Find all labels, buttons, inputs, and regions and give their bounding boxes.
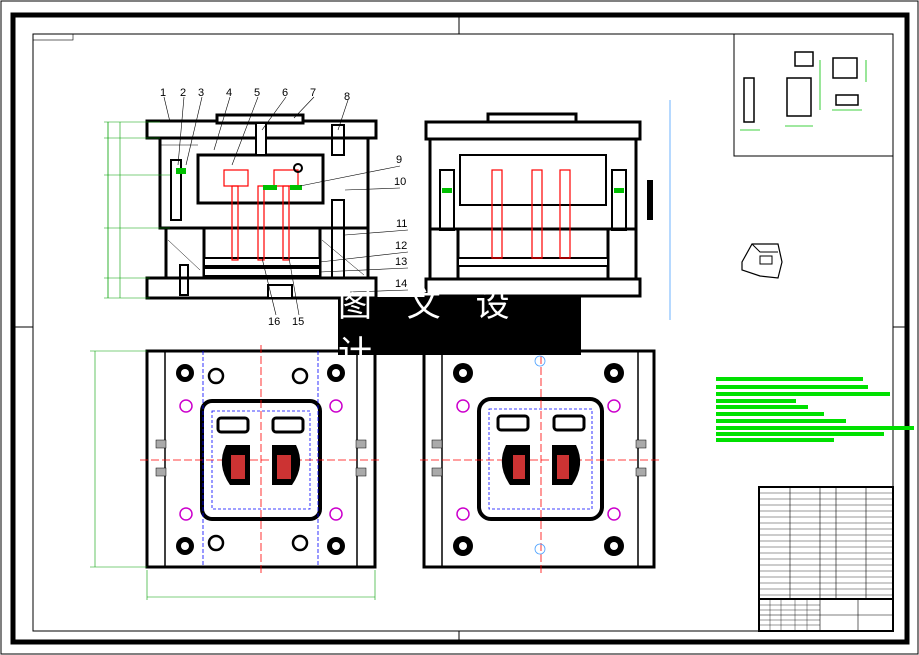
callout-5: 5 [254, 87, 260, 99]
fixed-half-plan-view [90, 345, 382, 600]
callout-1: 1 [160, 87, 166, 99]
drawing-number-box [32, 33, 74, 41]
callout-12: 12 [395, 240, 407, 252]
title-block [758, 486, 894, 632]
callout-4: 4 [226, 87, 232, 99]
callout-6: 6 [282, 87, 288, 99]
side-section-view [424, 112, 653, 298]
part-detail-view [733, 33, 894, 157]
moving-half-plan-view [420, 345, 660, 575]
callout-13: 13 [395, 256, 407, 268]
callout-8: 8 [344, 91, 350, 103]
callout-11: 11 [396, 218, 407, 230]
drawing-frame [10, 12, 910, 645]
technical-requirements-block [716, 377, 914, 442]
callout-10: 10 [394, 176, 406, 188]
isometric-part-view [741, 243, 783, 279]
part-callouts: 1 2 3 4 5 6 7 8 9 10 11 12 13 14 15 16 [160, 87, 407, 328]
callout-3: 3 [198, 87, 204, 99]
callout-16: 16 [268, 316, 280, 328]
callout-15: 15 [292, 316, 304, 328]
callout-14: 14 [395, 278, 407, 290]
watermark-label: 图 文 设 计 [338, 285, 581, 374]
callout-7: 7 [310, 87, 316, 99]
inner-frame [32, 33, 894, 632]
front-section-view [104, 96, 409, 316]
callout-2: 2 [180, 87, 186, 99]
callout-9: 9 [396, 154, 402, 166]
